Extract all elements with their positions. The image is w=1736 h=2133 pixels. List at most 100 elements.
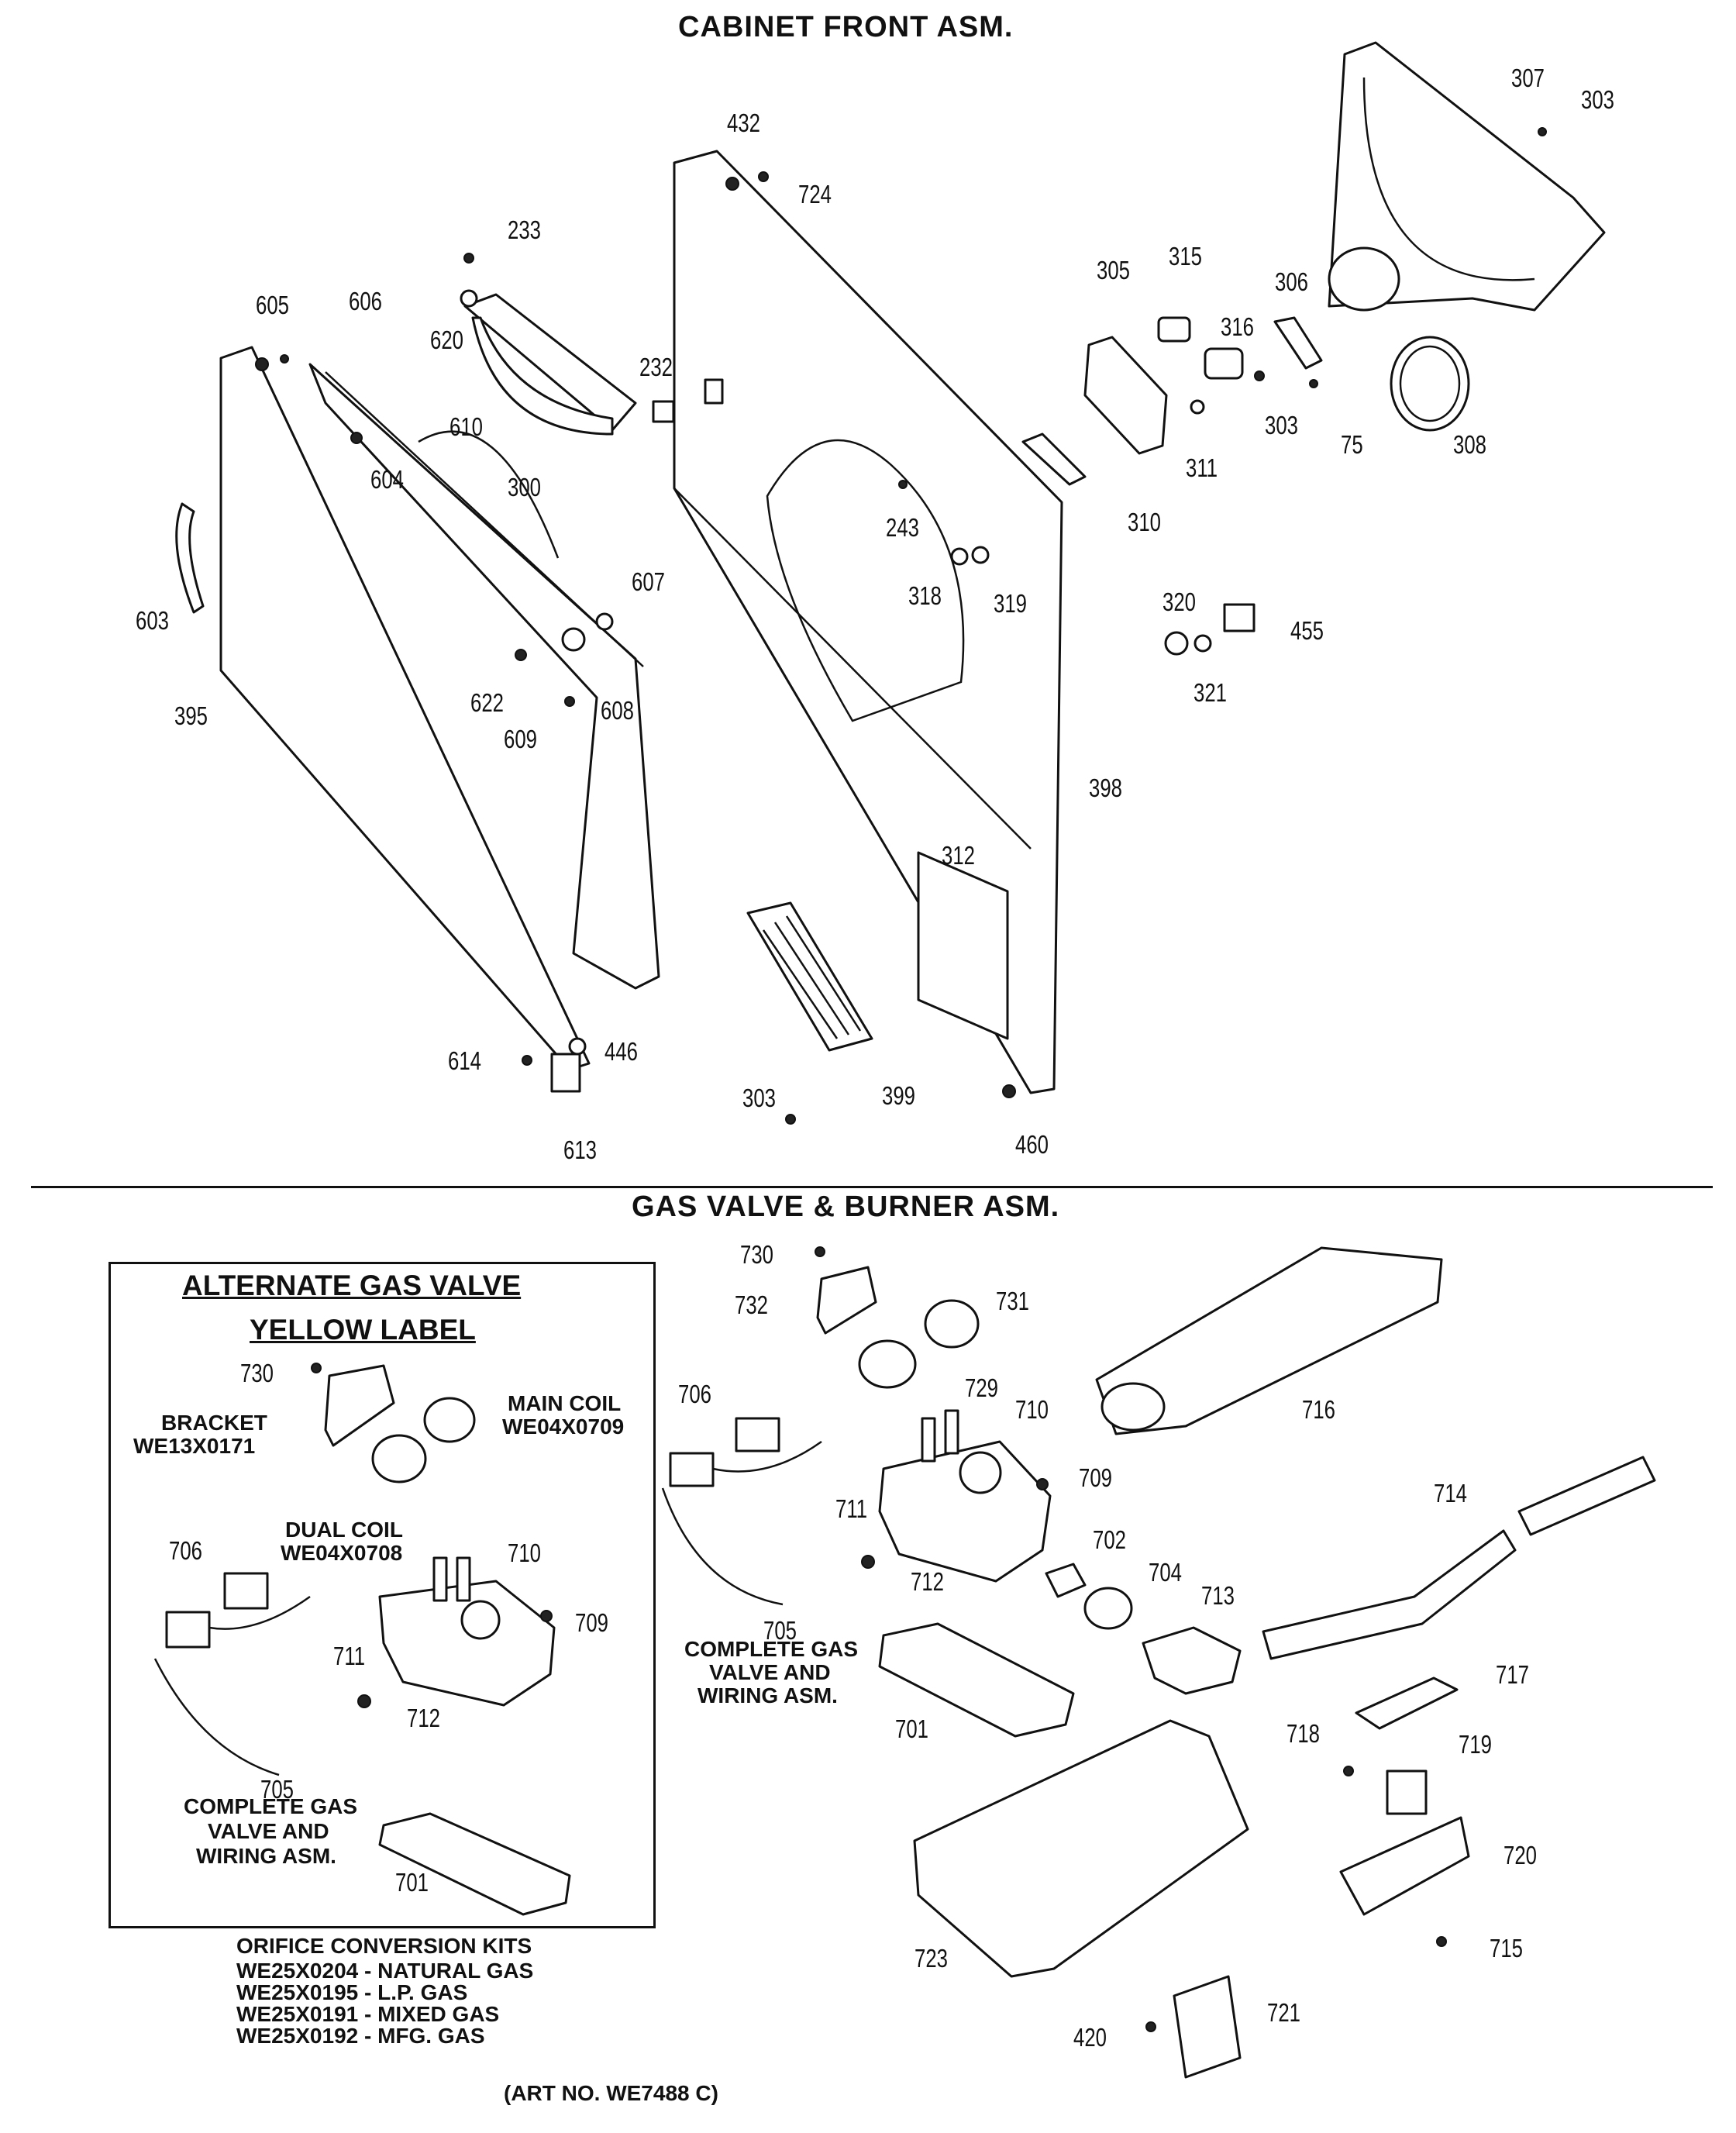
part-label-308: 308 [1453,430,1486,459]
plate-720 [1339,1816,1470,1916]
part-label-g712: 712 [911,1567,944,1596]
part-label-315: 315 [1169,242,1202,271]
harness-706 [669,1452,715,1487]
igniter-717 [1355,1676,1459,1730]
orifice-heading: ORIFICE CONVERSION KITS [236,1934,532,1958]
main-complete-line3: WIRING ASM. [698,1683,838,1707]
part-label-318: 318 [908,581,942,610]
part-label-g731: 731 [996,1287,1029,1315]
part-label-g719: 719 [1459,1730,1492,1759]
cabinet-front-title: CABINET FRONT ASM. [678,11,1014,43]
orifice-kit-4: WE25X0192 - MFG. GAS [236,2024,485,2048]
seal-ring-308 [1390,336,1470,432]
thermostat-316 [1204,347,1244,380]
part-label-395: 395 [174,701,208,730]
part-label-g716: 716 [1302,1395,1335,1424]
part-label-460: 460 [1015,1130,1049,1159]
inset-label-705: 705 [260,1775,294,1804]
inset-title-1: ALTERNATE GAS VALVE [182,1270,522,1301]
part-label-g702: 702 [1093,1525,1126,1554]
part-label-g704: 704 [1149,1558,1182,1587]
main-coil-label: MAIN COIL [508,1391,622,1415]
part-label-603: 603 [136,606,169,635]
dual-coil-part-number: WE04X0708 [281,1541,403,1565]
part-label-g729: 729 [965,1373,998,1402]
orifice-kit-3: WE25X0191 - MIXED GAS [236,2002,500,2026]
part-label-306: 306 [1275,267,1308,296]
sensor-455 [1223,603,1256,632]
part-label-g720: 720 [1504,1841,1537,1869]
main-complete-line1: COMPLETE GAS [684,1637,859,1661]
part-label-g717: 717 [1496,1660,1529,1689]
elbow-713 [1142,1626,1242,1695]
part-label-604: 604 [370,465,404,494]
part-label-610: 610 [450,412,483,441]
inset-label-730: 730 [240,1359,274,1387]
part-label-g714: 714 [1434,1479,1467,1508]
part-label-312: 312 [942,841,975,870]
part-label-446: 446 [604,1037,638,1066]
part-label-303a: 303 [1581,85,1614,114]
part-label-g705: 705 [763,1616,797,1645]
art-number: (ART NO. WE7488 C) [504,2081,718,2105]
part-label-303c: 303 [742,1084,776,1112]
strip-310 [1021,432,1087,486]
part-label-g713: 713 [1201,1581,1235,1610]
part-label-622: 622 [470,688,504,717]
tube-714 [1262,1529,1517,1660]
orifice-kit-2: WE25X0195 - L.P. GAS [236,1980,468,2004]
inset-label-712: 712 [407,1704,440,1732]
burner-bracket-723 [913,1719,1249,1978]
bracket-part-number: WE13X0171 [133,1434,256,1458]
part-label-g711: 711 [835,1494,868,1523]
part-label-620: 620 [430,326,463,354]
part-label-311: 311 [1186,453,1218,482]
part-label-455: 455 [1290,616,1324,645]
gas-valve-title: GAS VALVE & BURNER ASM. [632,1191,1060,1223]
orifice-kit-1: WE25X0204 - NATURAL GAS [236,1959,534,1983]
part-label-243: 243 [886,513,919,542]
part-label-233: 233 [508,215,541,244]
plate-701 [878,1622,1075,1738]
alternate-gas-valve-inset [108,1262,656,1928]
part-label-g710: 710 [1015,1395,1049,1424]
thermostat-315 [1157,316,1191,343]
part-label-g706: 706 [678,1380,711,1408]
part-label-398: 398 [1089,774,1122,802]
inset-title-2: YELLOW LABEL [250,1314,476,1346]
part-label-606: 606 [349,287,382,315]
inset-valve-drawing [153,1364,571,1916]
part-label-g709: 709 [1079,1463,1112,1492]
inset-label-709: 709 [575,1608,608,1637]
part-label-g715: 715 [1490,1934,1523,1962]
part-label-605: 605 [256,291,289,319]
bracket-305 [1083,336,1168,455]
inset-label-706: 706 [169,1536,202,1565]
door-panel-395 [219,346,660,1071]
part-label-321: 321 [1194,678,1227,707]
door-handle-603 [175,502,205,614]
part-label-303b: 303 [1265,411,1298,439]
sensor-719 [1386,1769,1428,1815]
lint-duct-300 [463,293,637,436]
part-label-613: 613 [563,1135,597,1164]
part-label-432: 432 [727,109,760,137]
part-label-g732: 732 [735,1290,768,1319]
part-label-614: 614 [448,1046,481,1075]
burner-716 [1095,1246,1443,1435]
part-label-307: 307 [1511,64,1545,92]
bracket-306 [1273,316,1323,370]
part-label-g721: 721 [1267,1998,1300,2027]
part-label-g718: 718 [1286,1719,1320,1748]
part-label-319: 319 [994,589,1027,618]
part-label-75: 75 [1341,430,1363,459]
part-label-300: 300 [508,473,541,501]
inset-complete-line3: WIRING ASM. [196,1844,336,1868]
part-label-g420: 420 [1073,2023,1107,2052]
part-label-316: 316 [1221,312,1254,341]
coil-729 [858,1339,917,1389]
inset-label-711: 711 [333,1642,366,1670]
part-label-g701: 701 [895,1714,928,1743]
part-label-320: 320 [1162,588,1196,616]
